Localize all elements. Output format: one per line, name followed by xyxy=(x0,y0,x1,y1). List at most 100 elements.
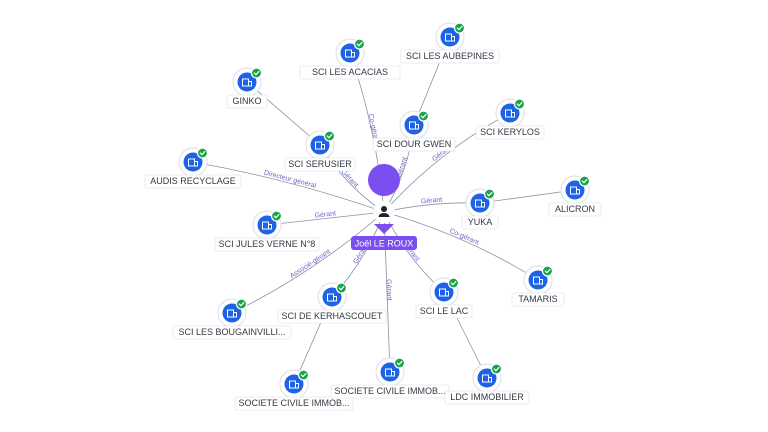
company-label-bg xyxy=(444,390,530,405)
edge-audis-recyclage xyxy=(192,161,385,213)
company-node-sci-dour-gwen[interactable]: SCI DOUR GWEN xyxy=(372,110,456,152)
company-node-fill xyxy=(565,180,585,200)
company-label-bg xyxy=(277,309,387,324)
check-badge-icon xyxy=(323,130,336,142)
company-label: SCI DE KERHASCOUET xyxy=(281,311,383,321)
check-badge-icon xyxy=(453,22,466,34)
edge-sci-kerylos xyxy=(383,112,511,213)
company-node-audis-recyclage[interactable]: AUDIS RECYCLAGE xyxy=(144,147,242,189)
building-icon xyxy=(482,374,492,383)
company-node-fill xyxy=(380,362,400,382)
edge-label: Associé-gérant xyxy=(289,248,332,280)
building-icon xyxy=(445,33,455,42)
company-label-bg xyxy=(461,215,499,230)
company-node-sci-les-acacias[interactable]: SCI LES ACACIAS xyxy=(299,38,401,80)
edge-label: Co-gérant xyxy=(448,228,479,247)
building-icon xyxy=(475,199,485,208)
company-node-tamaris[interactable]: TAMARIS xyxy=(511,265,565,307)
edge-label: Gérant xyxy=(340,169,360,189)
building-icon xyxy=(242,78,252,87)
company-node-fill xyxy=(477,368,497,388)
company-node-fill xyxy=(470,193,490,213)
check-badge-icon xyxy=(297,369,310,381)
company-label: LDC IMMOBILIER xyxy=(450,392,524,402)
company-label: SCI KERYLOS xyxy=(480,127,540,137)
company-node-fill xyxy=(284,374,304,394)
company-label-bg xyxy=(511,292,565,307)
company-label: SCI LES AUBEPINES xyxy=(406,51,494,61)
company-label: SOCIETE CIVILE IMMOB... xyxy=(238,398,349,408)
person-pin[interactable] xyxy=(368,163,401,196)
company-label-bg xyxy=(299,65,401,80)
company-node-fill xyxy=(222,303,242,323)
check-badge-icon xyxy=(196,147,209,159)
company-node-fill xyxy=(310,135,330,155)
check-badge-icon xyxy=(483,188,496,200)
person-pin-tip xyxy=(374,224,394,234)
company-node-sci-kerylos[interactable]: SCI KERYLOS xyxy=(475,98,545,140)
check-badge-icon xyxy=(393,357,406,369)
company-node-fill xyxy=(500,103,520,123)
company-node-fill xyxy=(404,115,424,135)
company-node-societe-civile-immob-1[interactable]: SOCIETE CIVILE IMMOB... xyxy=(234,369,354,411)
check-badge-icon xyxy=(447,277,460,289)
building-icon xyxy=(227,309,237,318)
edge-label: Gérant xyxy=(385,279,393,301)
company-label: ALICRON xyxy=(555,204,595,214)
company-label: YUKA xyxy=(468,217,493,227)
check-badge-icon xyxy=(335,282,348,294)
nodes-layer: SCI LES ACACIAS SCI LES AUBEPINES GINKO SCI… xyxy=(144,22,602,411)
edge-tamaris xyxy=(383,211,539,281)
company-node-sci-serusier[interactable]: SCI SERUSIER xyxy=(284,130,356,172)
company-label-bg xyxy=(372,137,456,152)
company-node-sci-jules-verne[interactable]: SCI JULES VERNE N°8 xyxy=(214,210,320,252)
check-badge-icon xyxy=(513,98,526,110)
company-label: SCI LE LAC xyxy=(420,306,469,316)
company-label-bg xyxy=(548,202,602,217)
company-label: GINKO xyxy=(232,96,261,106)
company-node-fill xyxy=(257,215,277,235)
check-badge-icon xyxy=(417,110,430,122)
edge-label: Directeur général xyxy=(263,169,317,189)
building-icon xyxy=(327,293,337,302)
company-label-bg xyxy=(415,304,473,319)
person-label-bg xyxy=(351,236,417,250)
company-label-bg xyxy=(172,325,292,340)
company-label: SCI DOUR GWEN xyxy=(377,139,452,149)
building-icon xyxy=(409,121,419,130)
building-icon xyxy=(439,288,449,297)
company-node-fill xyxy=(322,287,342,307)
building-icon xyxy=(345,49,355,58)
building-icon xyxy=(262,221,272,230)
company-node-ldc-immobilier[interactable]: LDC IMMOBILIER xyxy=(444,363,530,405)
check-badge-icon xyxy=(353,38,366,50)
company-node-sci-les-bougainvilli[interactable]: SCI LES BOUGAINVILLI... xyxy=(172,298,292,340)
company-node-societe-civile-immob-2[interactable]: SOCIETE CIVILE IMMOB... xyxy=(330,357,450,399)
company-node-fill xyxy=(183,152,203,172)
company-node-yuka[interactable]: YUKA xyxy=(461,188,499,230)
check-badge-icon xyxy=(541,265,554,277)
company-node-fill xyxy=(434,282,454,302)
company-node-fill xyxy=(528,270,548,290)
check-badge-icon xyxy=(270,210,283,222)
company-node-ginko[interactable]: GINKO xyxy=(226,67,268,109)
building-icon xyxy=(385,368,395,377)
check-badge-icon xyxy=(235,298,248,310)
company-node-sci-le-lac[interactable]: SCI LE LAC xyxy=(415,277,473,319)
company-node-sci-de-kerhascouet[interactable]: SCI DE KERHASCOUET xyxy=(277,282,387,324)
company-label-bg xyxy=(226,94,268,109)
company-label-bg xyxy=(284,157,356,172)
company-label-bg xyxy=(144,174,242,189)
company-label: SCI LES BOUGAINVILLI... xyxy=(178,327,285,337)
building-icon xyxy=(505,109,515,118)
company-label-bg xyxy=(475,125,545,140)
person-node[interactable]: Joël LE ROUX xyxy=(351,163,417,250)
company-node-fill xyxy=(440,27,460,47)
company-node-fill xyxy=(340,43,360,63)
person-label: Joël LE ROUX xyxy=(355,239,414,249)
company-node-sci-les-aubepines[interactable]: SCI LES AUBEPINES xyxy=(400,22,500,64)
company-node-alicron[interactable]: ALICRON xyxy=(548,175,602,217)
company-label: TAMARIS xyxy=(518,294,557,304)
company-label: AUDIS RECYCLAGE xyxy=(150,176,236,186)
